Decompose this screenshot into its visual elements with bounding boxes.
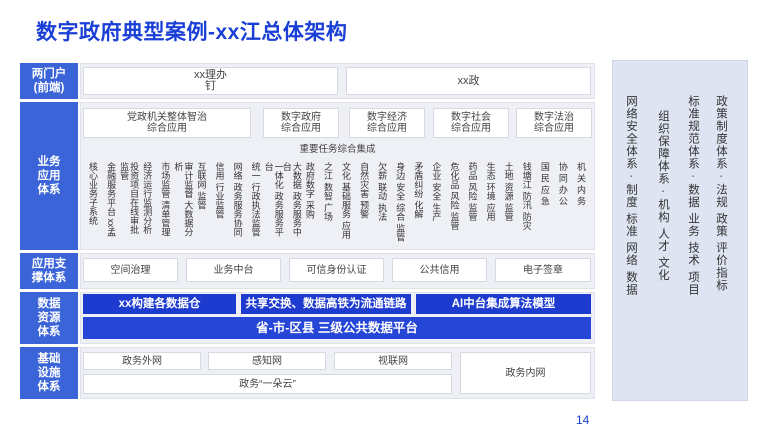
app-column-label: 企业 安全 生产 — [431, 162, 442, 222]
app-column-19: 企业 安全 生产 — [427, 162, 445, 242]
infra-extranet: 政务外网 — [83, 352, 201, 370]
app-column-label: 信用 行业监管 — [214, 162, 225, 219]
infra-cloud: 政务“一朵云” — [83, 374, 452, 394]
data-platform: 省-市-区县 三级公共数据平台 — [83, 317, 591, 339]
app-column-10: 一体化 政务服务平台 — [263, 162, 284, 242]
app-column-label: 大数据 政务服务中台 — [281, 162, 302, 237]
portal-right: xx政 — [346, 67, 591, 95]
page-title: 数字政府典型案例-xx江总体架构 — [36, 21, 348, 44]
infra-video-net: 视联网 — [334, 352, 452, 370]
app-column-27: 机 关 内 务 — [572, 162, 590, 242]
app-top-4: 数字法治 综合应用 — [516, 108, 592, 138]
category-data: 数据 资源 体系 — [20, 292, 78, 344]
right-col-3: 网络安全体系 · 制度 标准 网络 数据 — [625, 95, 637, 296]
app-column-label: 生态 环境 应用 — [485, 162, 496, 222]
app-column-label: 国 民 应 急 — [539, 162, 550, 206]
app-column-2: 投资项目在线审批监管 — [119, 162, 140, 242]
category-apps: 业务 应用 体系 — [20, 102, 78, 250]
right-panel — [612, 60, 748, 401]
app-column-7: 信用 行业监管 — [211, 162, 229, 242]
app-column-8: 网络 政务服务协同 — [229, 162, 247, 242]
app-top-3: 数字社会 综合应用 — [433, 108, 509, 138]
app-column-23: 土地 资源 监管 — [500, 162, 518, 242]
data-ai-platform: AI中台集成算法模型 — [416, 294, 591, 314]
app-column-label: 网络 政务服务协同 — [232, 162, 243, 237]
app-column-0: 核心业务子系统 — [84, 162, 102, 242]
right-col-0: 政策制度体系 · 法规 政策 评价指标 — [715, 95, 727, 292]
app-column-label: 自然灾害 预警 — [359, 162, 370, 219]
app-column-label: 统一 行政执法监管 — [250, 162, 261, 237]
app-column-label: 之江 数智 广场 — [322, 162, 333, 222]
support-3: 公共信用 — [392, 258, 487, 282]
category-support: 应用支 撑体系 — [20, 253, 78, 289]
support-2: 可信身份认证 — [289, 258, 384, 282]
app-column-14: 文化 基础服务 应用 — [337, 162, 355, 242]
app-column-15: 自然灾害 预警 — [355, 162, 373, 242]
app-column-18: 矛盾纠纷 化解 — [409, 162, 427, 242]
app-column-4: 市场监管 清单管理 — [156, 162, 174, 242]
app-column-label: 危化品 风险 监管 — [449, 162, 460, 231]
category-infra: 基础 设施 体系 — [20, 347, 78, 399]
app-column-label: 互联网 监管 — [196, 162, 207, 210]
app-column-label: 欠薪 联动 执法 — [377, 162, 388, 222]
app-column-label: 核心业务子系统 — [88, 162, 99, 225]
app-column-13: 之江 数智 广场 — [319, 162, 337, 242]
app-column-label: 机 关 内 务 — [575, 162, 586, 206]
app-column-22: 生态 环境 应用 — [482, 162, 500, 242]
infra-sensing-net: 感知网 — [208, 352, 326, 370]
support-4: 电子签章 — [495, 258, 591, 282]
app-column-17: 身边 安全 综合 监管 — [391, 162, 409, 242]
app-column-label: 投资项目在线审批监管 — [119, 162, 140, 234]
support-1: 业务中台 — [186, 258, 281, 282]
portal-left: xx理办 钉 — [83, 67, 338, 95]
app-column-11: 大数据 政务服务中台 — [281, 162, 302, 242]
app-column-label: 经济运行监测分析 — [142, 162, 153, 234]
app-column-label: 市场监管 清单管理 — [160, 162, 171, 237]
apps-subtitle: 重要任务综合集成 — [299, 144, 376, 155]
app-column-20: 危化品 风险 监管 — [445, 162, 463, 242]
app-column-label: 金融服务平台 xx孟 — [106, 162, 117, 237]
app-column-label: 矛盾纠纷 化解 — [413, 162, 424, 219]
data-warehouse: xx构建各数据仓 — [83, 294, 236, 314]
app-column-label: 文化 基础服务 应用 — [341, 162, 352, 240]
app-column-16: 欠薪 联动 执法 — [373, 162, 391, 242]
app-column-label: 协 同 办 公 — [557, 162, 568, 206]
app-column-label: 身边 安全 综合 监管 — [395, 162, 406, 242]
app-column-label: 一体化 政务服务平台 — [263, 162, 284, 237]
app-column-label: 政府数字 采购 — [304, 162, 315, 219]
app-top-2: 数字经济 综合应用 — [349, 108, 425, 138]
app-top-0: 党政机关整体智治 综合应用 — [83, 108, 251, 138]
infra-intranet: 政务内网 — [460, 352, 591, 394]
app-column-12: 政府数字 采购 — [301, 162, 319, 242]
app-column-26: 协 同 办 公 — [554, 162, 572, 242]
app-column-5: 审计监督 大数据分析 — [173, 162, 194, 242]
app-column-label: 药品 风险 监管 — [467, 162, 478, 222]
app-column-3: 经济运行监测分析 — [138, 162, 156, 242]
app-column-label: 钱塘江 防汛 防灾 — [521, 162, 532, 231]
data-exchange: 共享交换、数据高铁为流通链路 — [241, 294, 411, 314]
right-col-1: 标准规范体系 · 数据 业务 技术 项目 — [687, 95, 699, 296]
right-col-2: 组织保障体系 · 机构 人才 文化 — [657, 110, 669, 282]
app-column-1: 金融服务平台 xx孟 — [102, 162, 120, 242]
app-column-label: 审计监督 大数据分析 — [173, 162, 194, 237]
app-column-21: 药品 风险 监管 — [464, 162, 482, 242]
app-column-24: 钱塘江 防汛 防灾 — [518, 162, 536, 242]
support-0: 空间治理 — [83, 258, 178, 282]
app-column-6: 互联网 监管 — [192, 162, 210, 242]
app-column-9: 统一 行政执法监管 — [247, 162, 265, 242]
app-top-1: 数字政府 综合应用 — [263, 108, 339, 138]
category-portal: 两门户 (前端) — [20, 63, 78, 99]
page-number: 14 — [576, 413, 590, 427]
app-column-label: 土地 资源 监管 — [503, 162, 514, 222]
app-column-25: 国 民 应 急 — [536, 162, 554, 242]
